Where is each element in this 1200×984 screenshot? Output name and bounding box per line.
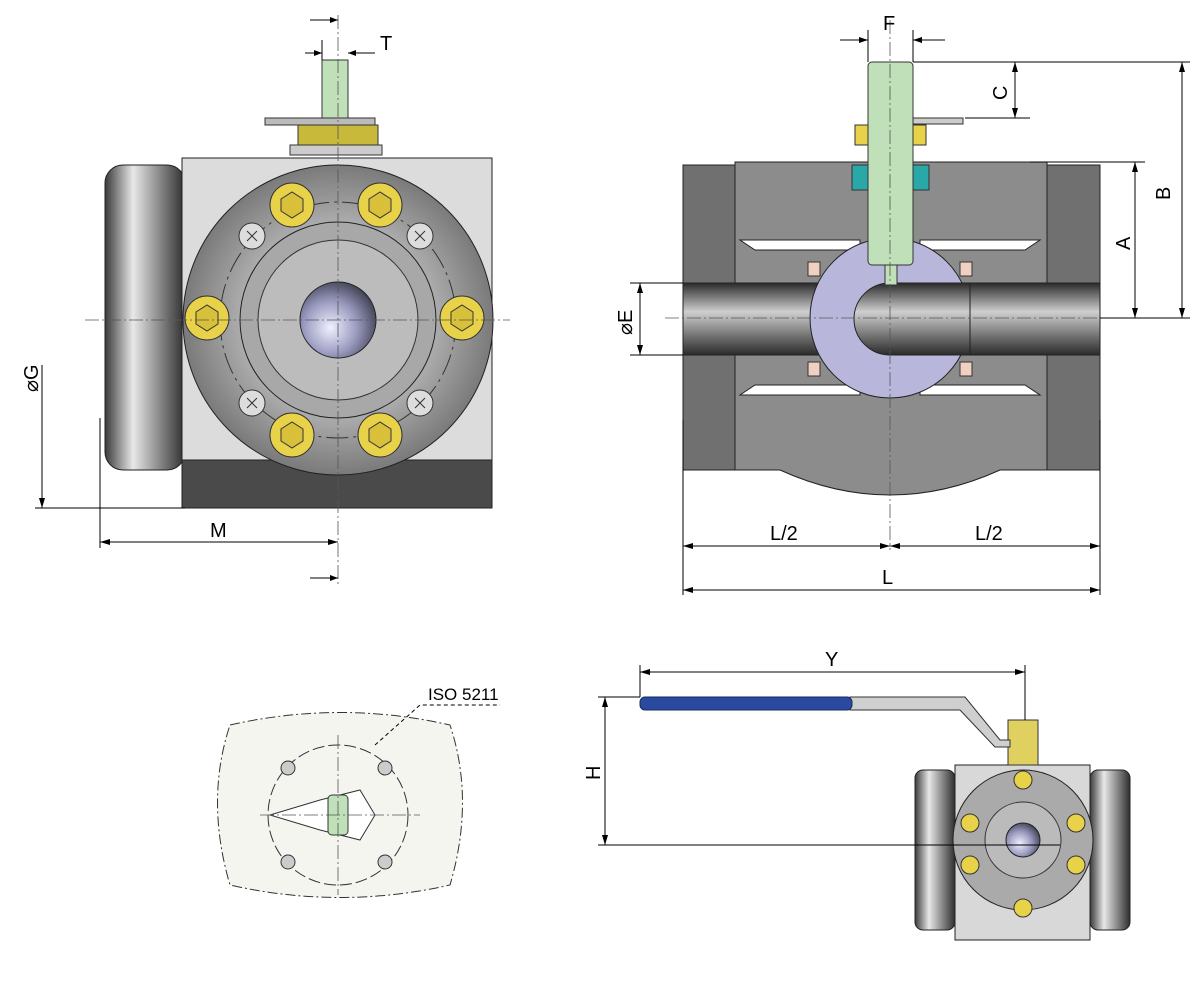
svg-text:⌀G: ⌀G [21, 364, 43, 392]
hex-bolts [184, 182, 485, 458]
dim-B: B [1100, 62, 1190, 319]
front-view: T ⌀G M [21, 15, 510, 585]
svg-text:L/2: L/2 [975, 523, 1003, 545]
svg-text:⌀E: ⌀E [615, 310, 637, 335]
svg-text:H: H [583, 766, 605, 780]
svg-text:A: A [1113, 236, 1135, 250]
side-flange [104, 164, 186, 471]
svg-text:L/2: L/2 [770, 523, 798, 545]
section-stem [867, 61, 914, 266]
dim-Y: Y [639, 649, 1026, 720]
handle-grip [639, 696, 853, 711]
dim-M: M [99, 418, 338, 581]
label-M: M [210, 520, 227, 542]
dim-E: ⌀E [615, 282, 683, 356]
label-iso-5211: ISO 5211 [428, 685, 499, 704]
iso-flange-view: ISO 5211 [217, 685, 500, 898]
dim-G: ⌀G [21, 364, 185, 509]
dim-A: A [1030, 161, 1145, 318]
cross-bolts [238, 222, 434, 417]
dim-C: C [913, 61, 1190, 119]
svg-text:C: C [990, 86, 1012, 100]
section-view: F C A B ⌀E [615, 13, 1190, 595]
stem [321, 59, 349, 119]
dim-T: T [305, 17, 392, 60]
handle-view: Y H [583, 649, 1131, 941]
svg-text:F: F [883, 13, 895, 35]
dim-H: H [583, 696, 1060, 846]
svg-text:L: L [882, 567, 893, 589]
dim-L: L/2 L/2 L [682, 420, 1101, 595]
dim-F: F [840, 13, 945, 62]
svg-text:Y: Y [825, 649, 838, 671]
label-T: T [380, 33, 392, 55]
svg-text:B: B [1153, 187, 1175, 200]
handle-lever [849, 696, 1011, 748]
